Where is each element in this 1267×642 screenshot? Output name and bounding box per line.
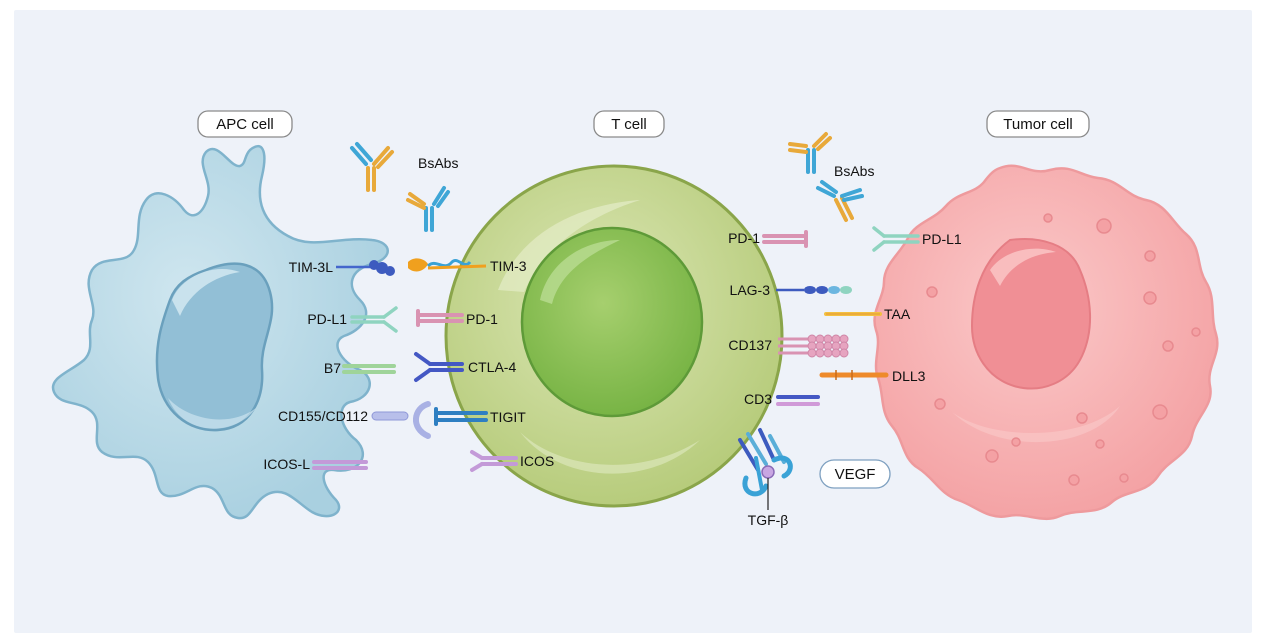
apc-nucleus	[155, 262, 274, 432]
bsabs-label-left: BsAbs	[418, 155, 458, 171]
tumor-nucleus	[970, 238, 1091, 390]
tim3l-ligand	[336, 260, 395, 276]
bispecific-antibody-icon	[350, 142, 394, 192]
bispecific-antibody-icon	[788, 132, 832, 174]
t-cell-pill: T cell	[593, 110, 665, 138]
lag3-label: LAG-3	[730, 282, 771, 298]
vegf-pill: VEGF	[819, 459, 891, 489]
cd155-cd112-ligand	[371, 401, 431, 439]
pdl1-tumor-label: PD-L1	[922, 231, 962, 247]
b7-ligand	[342, 364, 396, 374]
icosl-label: ICOS-L	[263, 456, 310, 472]
pd1-left-label: PD-1	[466, 311, 498, 327]
taa-label: TAA	[884, 306, 911, 322]
tigit-label: TIGIT	[490, 409, 526, 425]
tumor-cell-label: Tumor cell	[1003, 116, 1072, 133]
cd3-receptor	[776, 395, 820, 406]
pdl1-ligand-tumor	[872, 226, 920, 252]
tumor-cell-pill: Tumor cell	[986, 110, 1090, 138]
cd137-label: CD137	[728, 337, 772, 353]
dll3-label: DLL3	[892, 368, 926, 384]
vegf-label: VEGF	[835, 466, 876, 483]
ctla4-receptor	[414, 352, 464, 382]
tim3l-label: TIM-3L	[289, 259, 334, 275]
icosl-ligand	[312, 460, 368, 470]
pdl1-apc-label: PD-L1	[307, 311, 347, 327]
t-cell-nucleus	[520, 226, 704, 418]
lag3-receptor	[776, 286, 852, 294]
t-cell	[444, 164, 784, 508]
ctla4-label: CTLA-4	[468, 359, 516, 375]
tigit-receptor	[434, 407, 488, 426]
bsabs-label-right: BsAbs	[834, 163, 874, 179]
cd3-label: CD3	[744, 391, 772, 407]
tgfb-receptor-cluster	[738, 428, 793, 510]
pd1-receptor-left	[416, 309, 464, 327]
bispecific-antibody-icon	[816, 180, 864, 222]
icos-label: ICOS	[520, 453, 554, 469]
apc-cell-pill: APC cell	[197, 110, 293, 138]
icos-receptor	[470, 450, 518, 472]
t-cell-label: T cell	[611, 116, 647, 133]
tumor-cell	[873, 164, 1219, 521]
b7-label: B7	[324, 360, 341, 376]
tgfb-label: TGF-β	[748, 512, 789, 528]
pd1-receptor-right	[762, 230, 808, 248]
dll3-ligand	[819, 370, 889, 380]
tim3-receptor	[408, 258, 487, 272]
apc-cell	[51, 144, 389, 520]
pdl1-ligand-apc	[350, 306, 398, 333]
apc-cell-label: APC cell	[216, 116, 274, 133]
bispecific-antibody-icon	[406, 186, 450, 232]
pd1-right-label: PD-1	[728, 230, 760, 246]
tim3-label: TIM-3	[490, 258, 527, 274]
cd137-receptor	[778, 334, 849, 358]
cd155-label: CD155/CD112	[278, 408, 368, 424]
